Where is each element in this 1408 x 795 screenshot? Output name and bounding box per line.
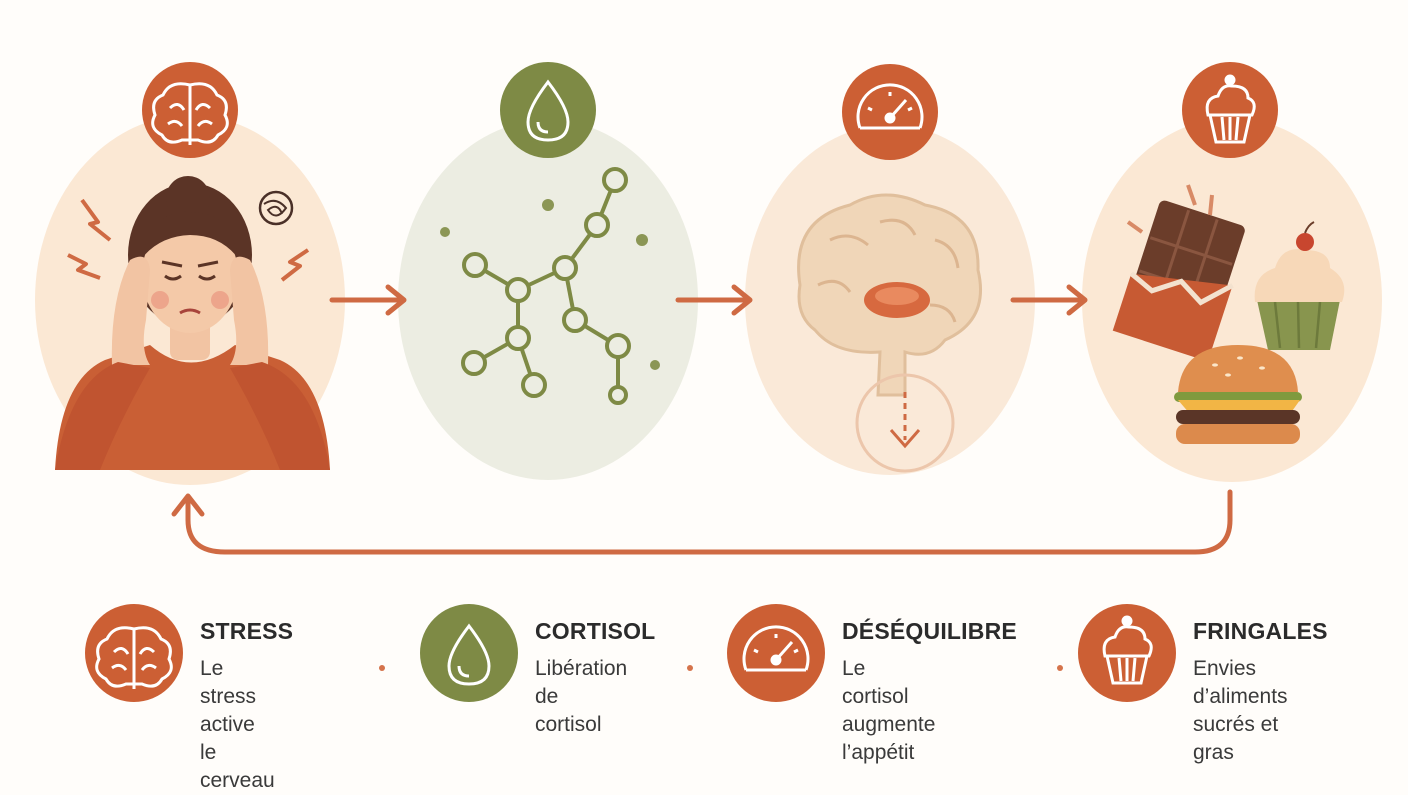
legend-title: DÉSÉQUILIBRE — [842, 618, 1017, 644]
step-desequilibre-panel — [745, 125, 1035, 475]
step-stress-panel — [35, 115, 345, 485]
legend: STRESS Le stress active le cerveau CORTI… — [0, 600, 1408, 792]
legend-title: FRINGALES — [1193, 618, 1328, 644]
brain-hypothalamus-illustration — [797, 193, 983, 397]
molecule-dots — [440, 199, 660, 370]
junk-food-illustration — [1112, 184, 1345, 444]
stressed-woman-illustration — [55, 176, 330, 470]
cupcake-icon — [1205, 74, 1256, 144]
legend-drop-icon — [420, 604, 518, 702]
legend-description: Libération de cortisol — [535, 657, 628, 736]
step-cortisol-top-icon — [500, 62, 596, 158]
feedback-loop-arrow — [171, 489, 1233, 555]
step-stress-top-icon — [142, 62, 238, 158]
legend-gauge-icon — [727, 604, 825, 702]
step-desequilibre-top-icon — [842, 64, 938, 160]
stress-cycle-diagram — [35, 62, 1382, 555]
legend-brain-icon — [85, 604, 183, 702]
brain-icon — [151, 82, 229, 145]
drop-icon — [526, 79, 570, 142]
flow-arrows — [171, 284, 1233, 555]
legend-title: CORTISOL — [535, 618, 656, 644]
legend-description: Le cortisol augmente l’appétit — [842, 657, 936, 764]
step-cortisol-panel — [398, 120, 698, 480]
step-fringales-top-icon — [1182, 62, 1278, 158]
legend-separator-dot — [1057, 665, 1063, 671]
legend-description: Envies d’aliments sucrés et gras — [1193, 657, 1288, 764]
arrow-stress-to-cortisol — [329, 284, 407, 316]
cortisol-molecule-illustration — [461, 167, 631, 405]
arrow-desequilibre-to-fringales — [1010, 284, 1088, 316]
legend-separator-dot — [379, 665, 385, 671]
legend-cupcake-icon — [1078, 604, 1176, 702]
arrow-cortisol-to-desequilibre — [675, 284, 753, 316]
gauge-icon — [856, 83, 924, 130]
legend-title: STRESS — [200, 618, 294, 644]
step-fringales-panel — [1082, 118, 1382, 482]
legend-description: Le stress active le cerveau — [200, 657, 275, 792]
appetite-down-indicator — [855, 373, 955, 473]
legend-separator-dot — [687, 665, 693, 671]
